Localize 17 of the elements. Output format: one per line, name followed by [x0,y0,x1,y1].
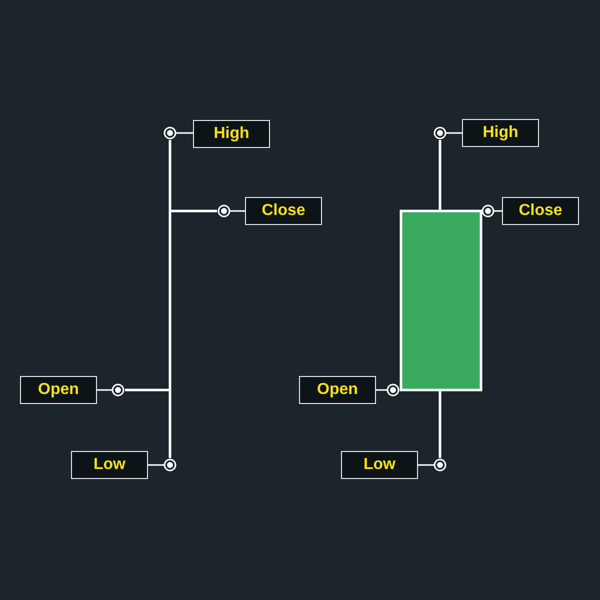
candlestick-drawing [400,138,482,460]
leader-line [376,384,400,396]
price-label: Open [299,376,376,404]
price-label: High [462,119,539,147]
leader-line [418,458,446,472]
price-label: High [193,120,270,148]
price-label: Low [71,451,148,479]
leader-line [148,458,176,472]
price-label: Close [502,197,579,225]
leader-line [434,126,462,140]
price-label: Open [20,376,97,404]
leader-line [482,204,502,218]
price-label: Low [341,451,418,479]
price-label: Close [245,197,322,225]
leader-line [97,384,124,396]
leader-line [218,204,245,218]
leader-line [164,126,193,140]
